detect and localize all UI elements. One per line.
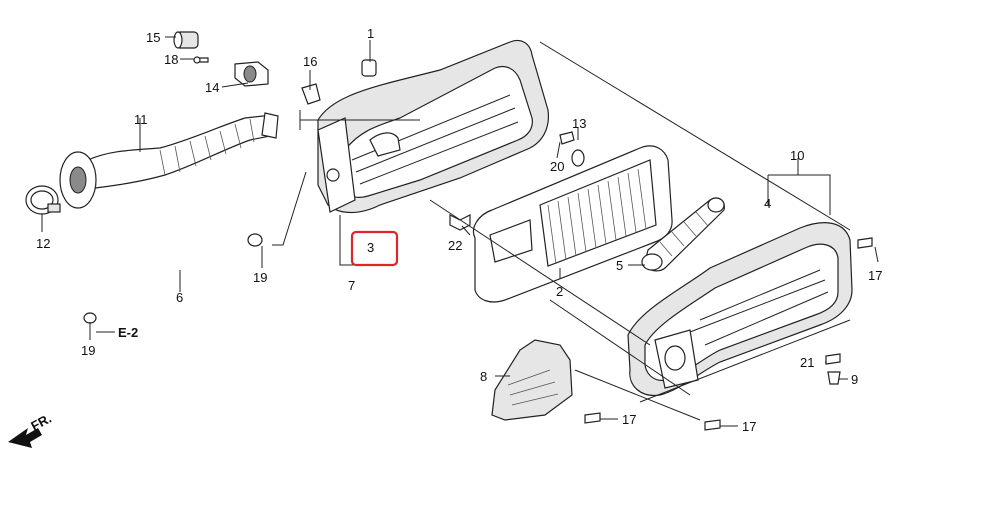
label-17c: 17	[742, 419, 756, 434]
label-19a: 19	[253, 270, 267, 285]
label-2: 2	[556, 284, 563, 299]
label-14: 14	[205, 80, 219, 95]
label-22: 22	[448, 238, 462, 253]
label-21: 21	[800, 355, 814, 370]
label-17b: 17	[622, 412, 636, 427]
hose-clamp	[25, 185, 61, 215]
label-15: 15	[146, 30, 160, 45]
label-18: 18	[164, 52, 178, 67]
air-filter-element	[472, 145, 673, 303]
leader-lines	[41, 36, 879, 427]
label-e2: E-2	[118, 325, 138, 340]
small-fittings	[173, 31, 377, 105]
label-12: 12	[36, 236, 50, 251]
label-1: 1	[367, 26, 374, 41]
label-10: 10	[790, 148, 804, 163]
label-11: 11	[134, 112, 148, 127]
breather-hose	[62, 233, 263, 324]
front-arrow-icon	[8, 428, 42, 448]
intake-duct	[59, 112, 279, 209]
fasteners	[449, 131, 873, 431]
label-13: 13	[572, 116, 586, 131]
label-7: 7	[348, 278, 355, 293]
air-cleaner-case	[317, 39, 550, 214]
highlight-box	[350, 230, 399, 267]
label-6: 6	[176, 290, 183, 305]
label-20: 20	[550, 159, 564, 174]
label-8: 8	[480, 369, 487, 384]
label-5: 5	[616, 258, 623, 273]
air-cleaner-cover	[627, 222, 853, 397]
side-cover	[491, 339, 573, 421]
label-4: 4	[764, 196, 771, 211]
label-fr: FR.	[28, 411, 54, 434]
label-17a: 17	[868, 268, 882, 283]
label-9: 9	[851, 372, 858, 387]
label-3: 3	[367, 240, 374, 255]
label-16: 16	[303, 54, 317, 69]
connecting-tube	[641, 197, 725, 272]
label-19b: 19	[81, 343, 95, 358]
